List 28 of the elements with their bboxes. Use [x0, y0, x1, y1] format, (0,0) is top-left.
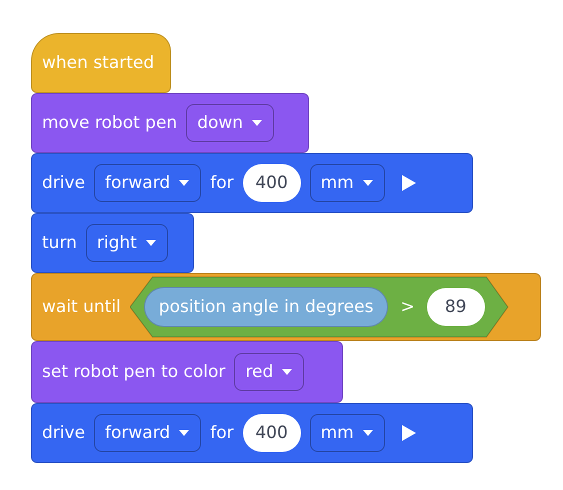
block-label: for — [210, 423, 234, 443]
dropdown: red — [234, 353, 304, 391]
block-label: drive — [42, 173, 86, 193]
dropdown: forward — [94, 414, 202, 452]
block-label: > — [400, 297, 415, 317]
block-label: when started — [42, 53, 154, 73]
number-field: 400 — [242, 414, 301, 452]
sensor-reporter: position angle in degrees — [144, 287, 388, 327]
block-label: turn — [42, 233, 77, 253]
block-label: wait until — [42, 297, 121, 317]
condition-hexagon — [130, 276, 509, 338]
block-label: for — [210, 173, 234, 193]
dropdown: mm — [310, 414, 385, 452]
number-field: 400 — [242, 164, 301, 202]
block-label: set robot pen to color — [42, 362, 226, 382]
command-block — [31, 153, 473, 213]
dropdown: down — [186, 104, 274, 142]
block-label: move robot pen — [42, 113, 178, 133]
command-block — [31, 273, 541, 341]
command-block — [31, 213, 194, 273]
block-label: drive — [42, 423, 86, 443]
command-block — [31, 403, 473, 463]
event-hat-block — [31, 33, 171, 93]
dropdown: mm — [310, 164, 385, 202]
dropdown: forward — [94, 164, 202, 202]
dropdown: right — [86, 224, 168, 262]
command-block — [31, 93, 309, 153]
command-block — [31, 341, 343, 403]
